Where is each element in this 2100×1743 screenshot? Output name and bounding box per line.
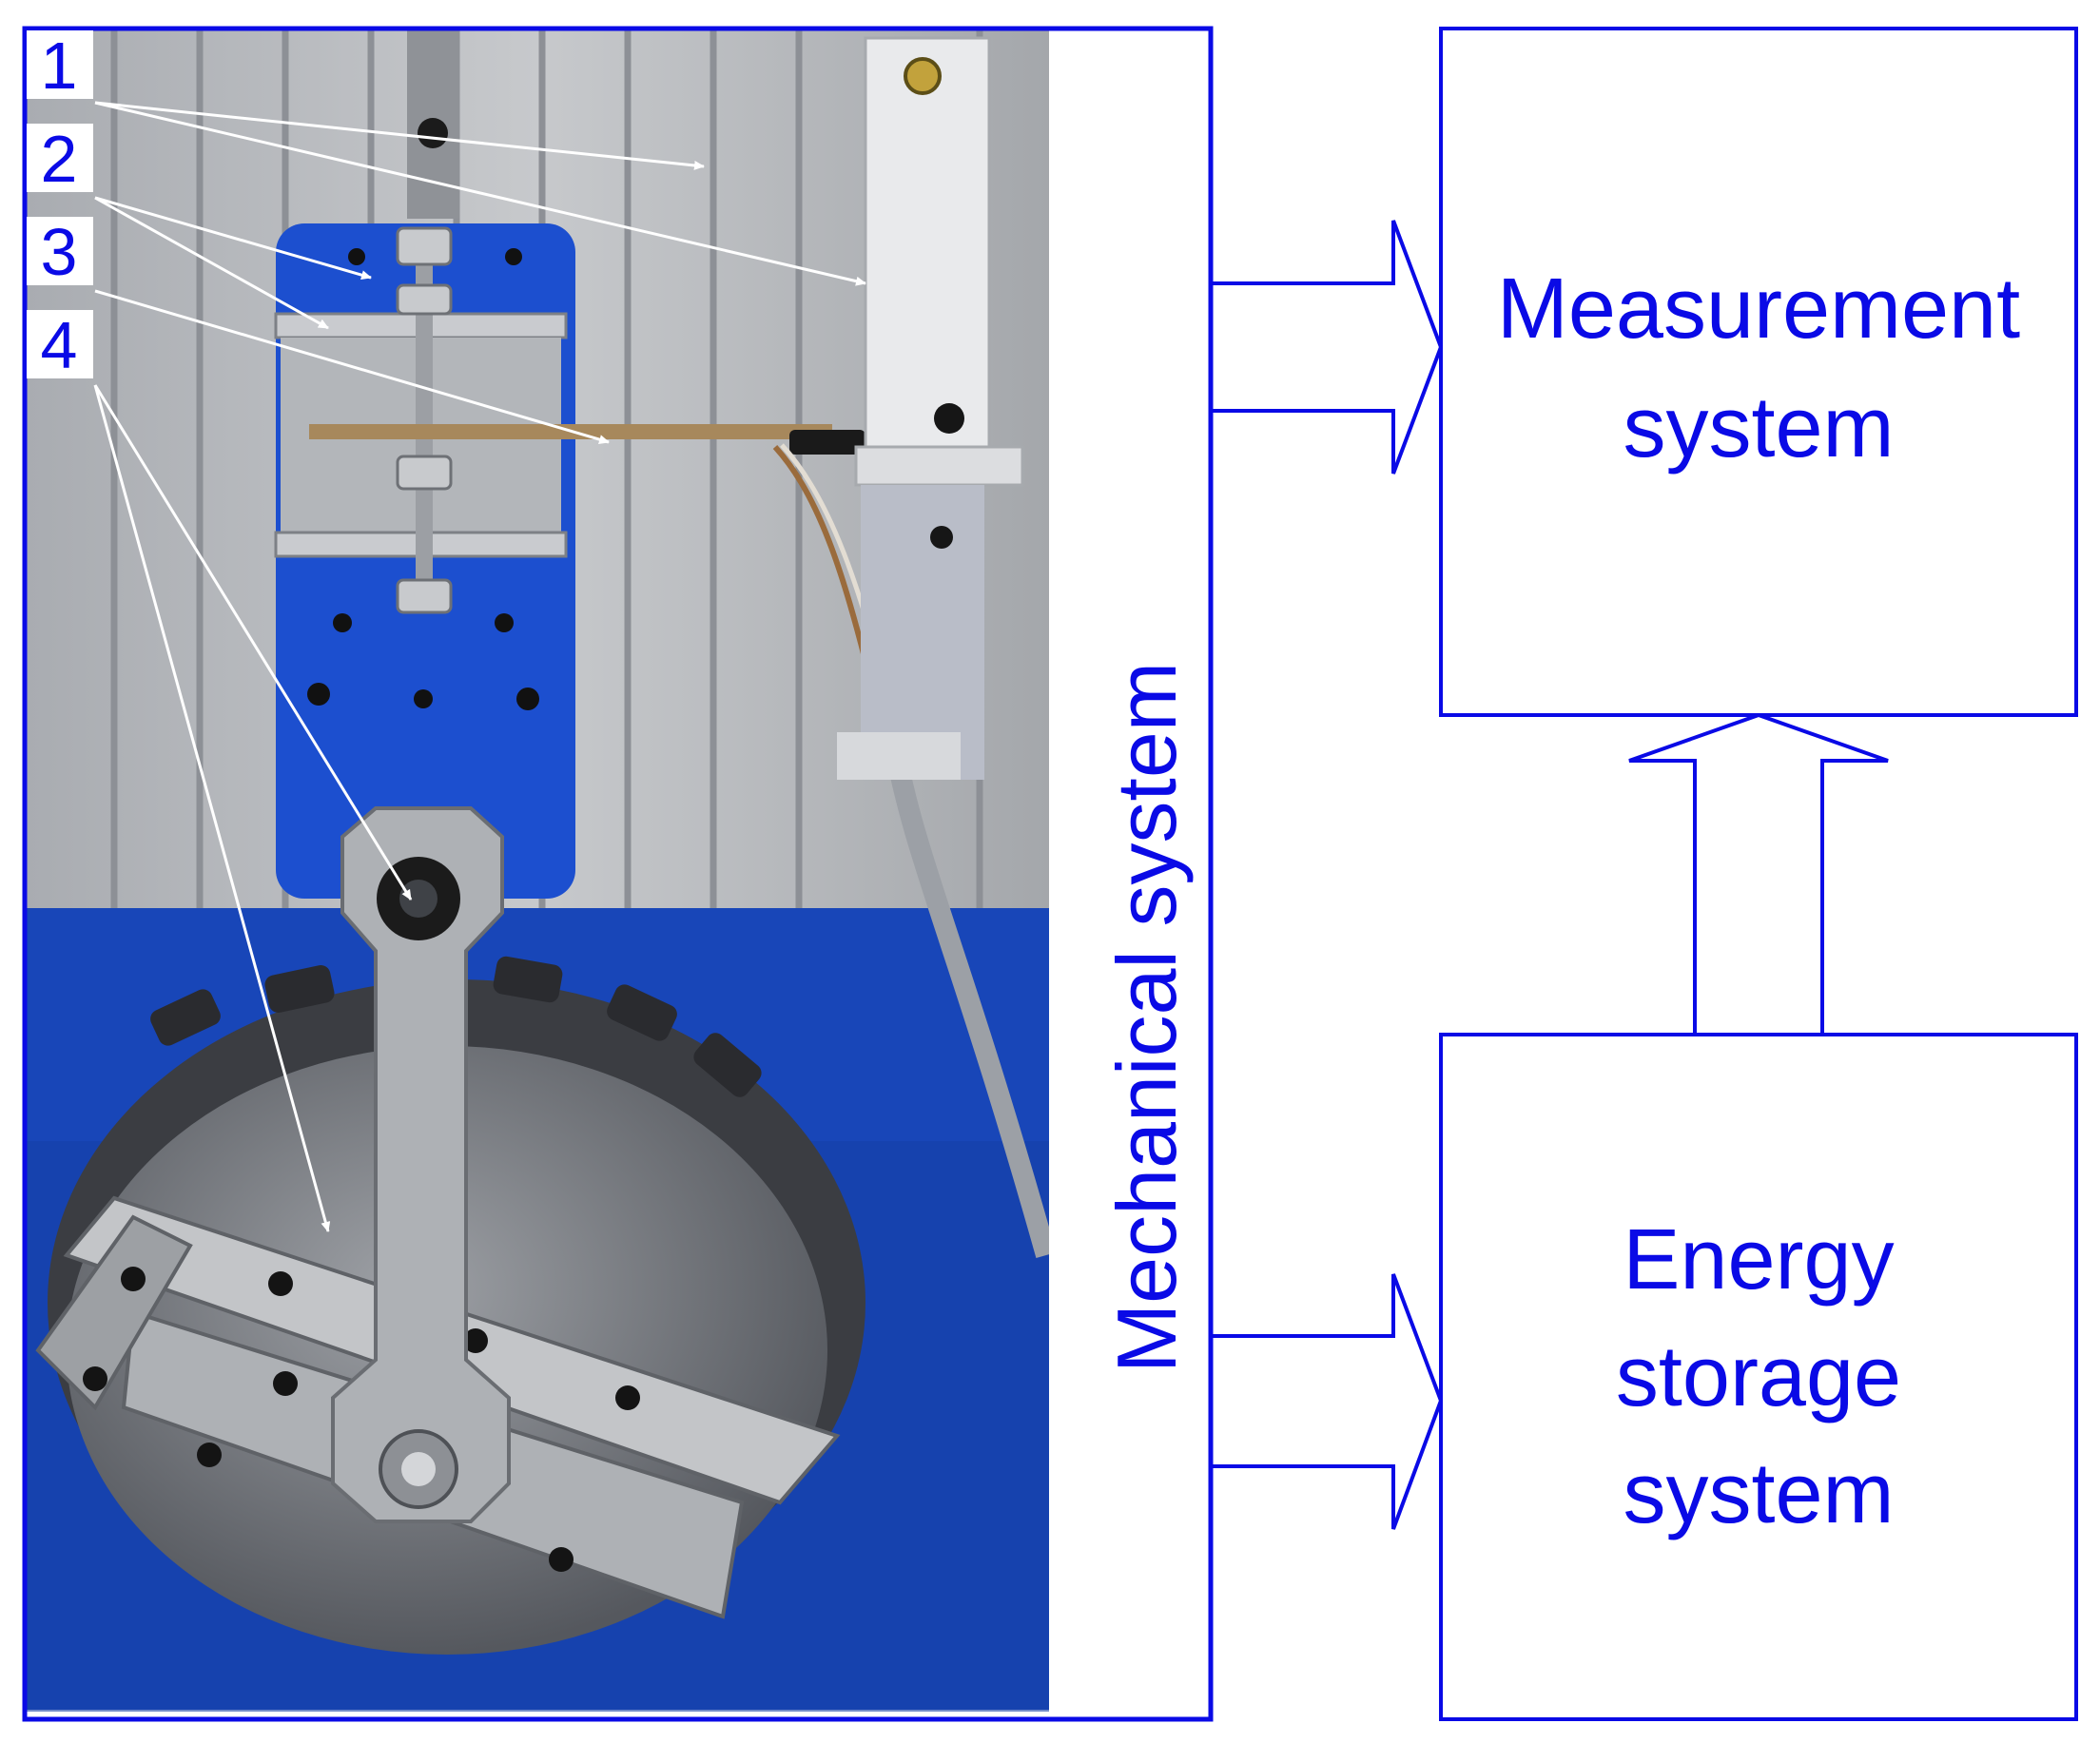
rail-lower	[861, 485, 984, 780]
leader-4a	[93, 384, 413, 901]
sensor-cable	[884, 740, 1057, 1258]
callout-box-2	[27, 124, 93, 192]
label-strip	[1049, 29, 1211, 1719]
energy-label-line1: Energy	[1623, 1212, 1894, 1307]
rig-photo	[27, 29, 1057, 1712]
callout-box-3	[27, 217, 93, 285]
threaded-rod	[416, 228, 433, 609]
callout-3: 3	[41, 215, 78, 289]
energy-storage-system-box	[1439, 1033, 2078, 1721]
callout-box-1	[27, 30, 93, 99]
measurement-system-box	[1439, 27, 2078, 717]
connecting-rod	[331, 806, 511, 1523]
energy-label-line3: system	[1623, 1446, 1894, 1541]
callout-1: 1	[41, 29, 78, 103]
leader-arrows	[93, 101, 866, 1232]
sensor-rail	[864, 36, 991, 458]
mechanical-system-frame	[22, 26, 1214, 1722]
callout-2: 2	[41, 122, 78, 196]
arrow-energy-to-measurement	[1628, 712, 1889, 1035]
arrow-mechanical-to-energy	[1213, 1273, 1444, 1530]
leader-2b	[94, 196, 329, 330]
measurement-label-line2: system	[1623, 380, 1894, 475]
arrow-mechanical-to-measurement	[1213, 220, 1444, 474]
leader-3	[94, 289, 610, 444]
leader-1a	[94, 101, 705, 170]
measurement-label-line1: Measurement	[1497, 261, 2020, 357]
callout-boxes: 1 2 3 4	[27, 29, 93, 382]
leader-1b	[94, 101, 866, 286]
mechanical-system-label: Mechanical system	[1099, 662, 1194, 1373]
energy-label-line2: storage	[1616, 1329, 1901, 1424]
leader-2a	[94, 196, 372, 281]
callout-4: 4	[41, 308, 78, 382]
callout-box-4	[27, 310, 93, 378]
leader-4b	[93, 384, 331, 1232]
